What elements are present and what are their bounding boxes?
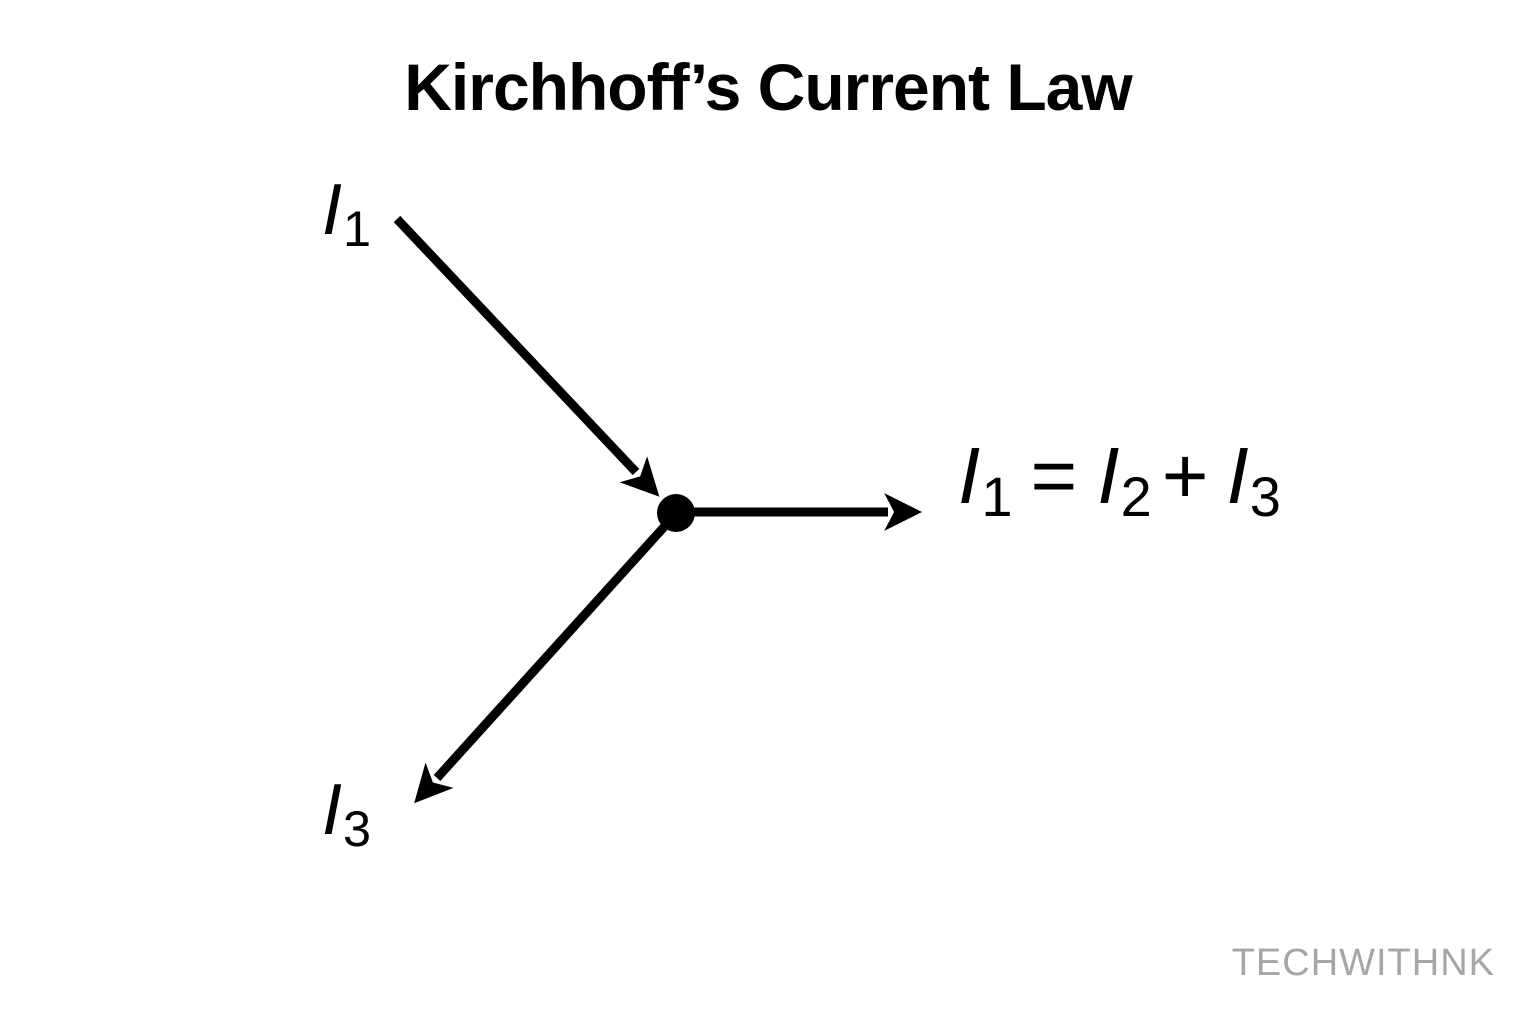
equation-rhs1-base: I [1097, 431, 1120, 520]
equation-rhs2-subscript: 3 [1249, 465, 1281, 529]
label-i1: I1 [322, 174, 371, 254]
watermark: TECHWITHNK [1231, 942, 1495, 984]
equation-lhs-subscript: 1 [981, 465, 1013, 529]
page-title: Kirchhoff’s Current Law [404, 50, 1132, 124]
label-i1-base: I [322, 170, 343, 250]
label-i3: I3 [322, 774, 371, 854]
label-i3-base: I [322, 770, 343, 850]
label-i3-subscript: 3 [343, 800, 372, 858]
equation-rhs2-base: I [1226, 431, 1249, 520]
label-i1-subscript: 1 [343, 200, 372, 258]
kcl-equation: I1=I2+I3 [958, 436, 1281, 525]
equation-equals-sign: = [1030, 431, 1078, 520]
equation-lhs-base: I [958, 431, 981, 520]
junction-node-dot [657, 494, 695, 532]
equation-rhs1-subscript: 2 [1120, 465, 1152, 529]
equation-plus-sign: + [1161, 431, 1209, 520]
current-arrow-i3-out [414, 523, 668, 804]
current-arrow-i1-in [393, 215, 660, 497]
